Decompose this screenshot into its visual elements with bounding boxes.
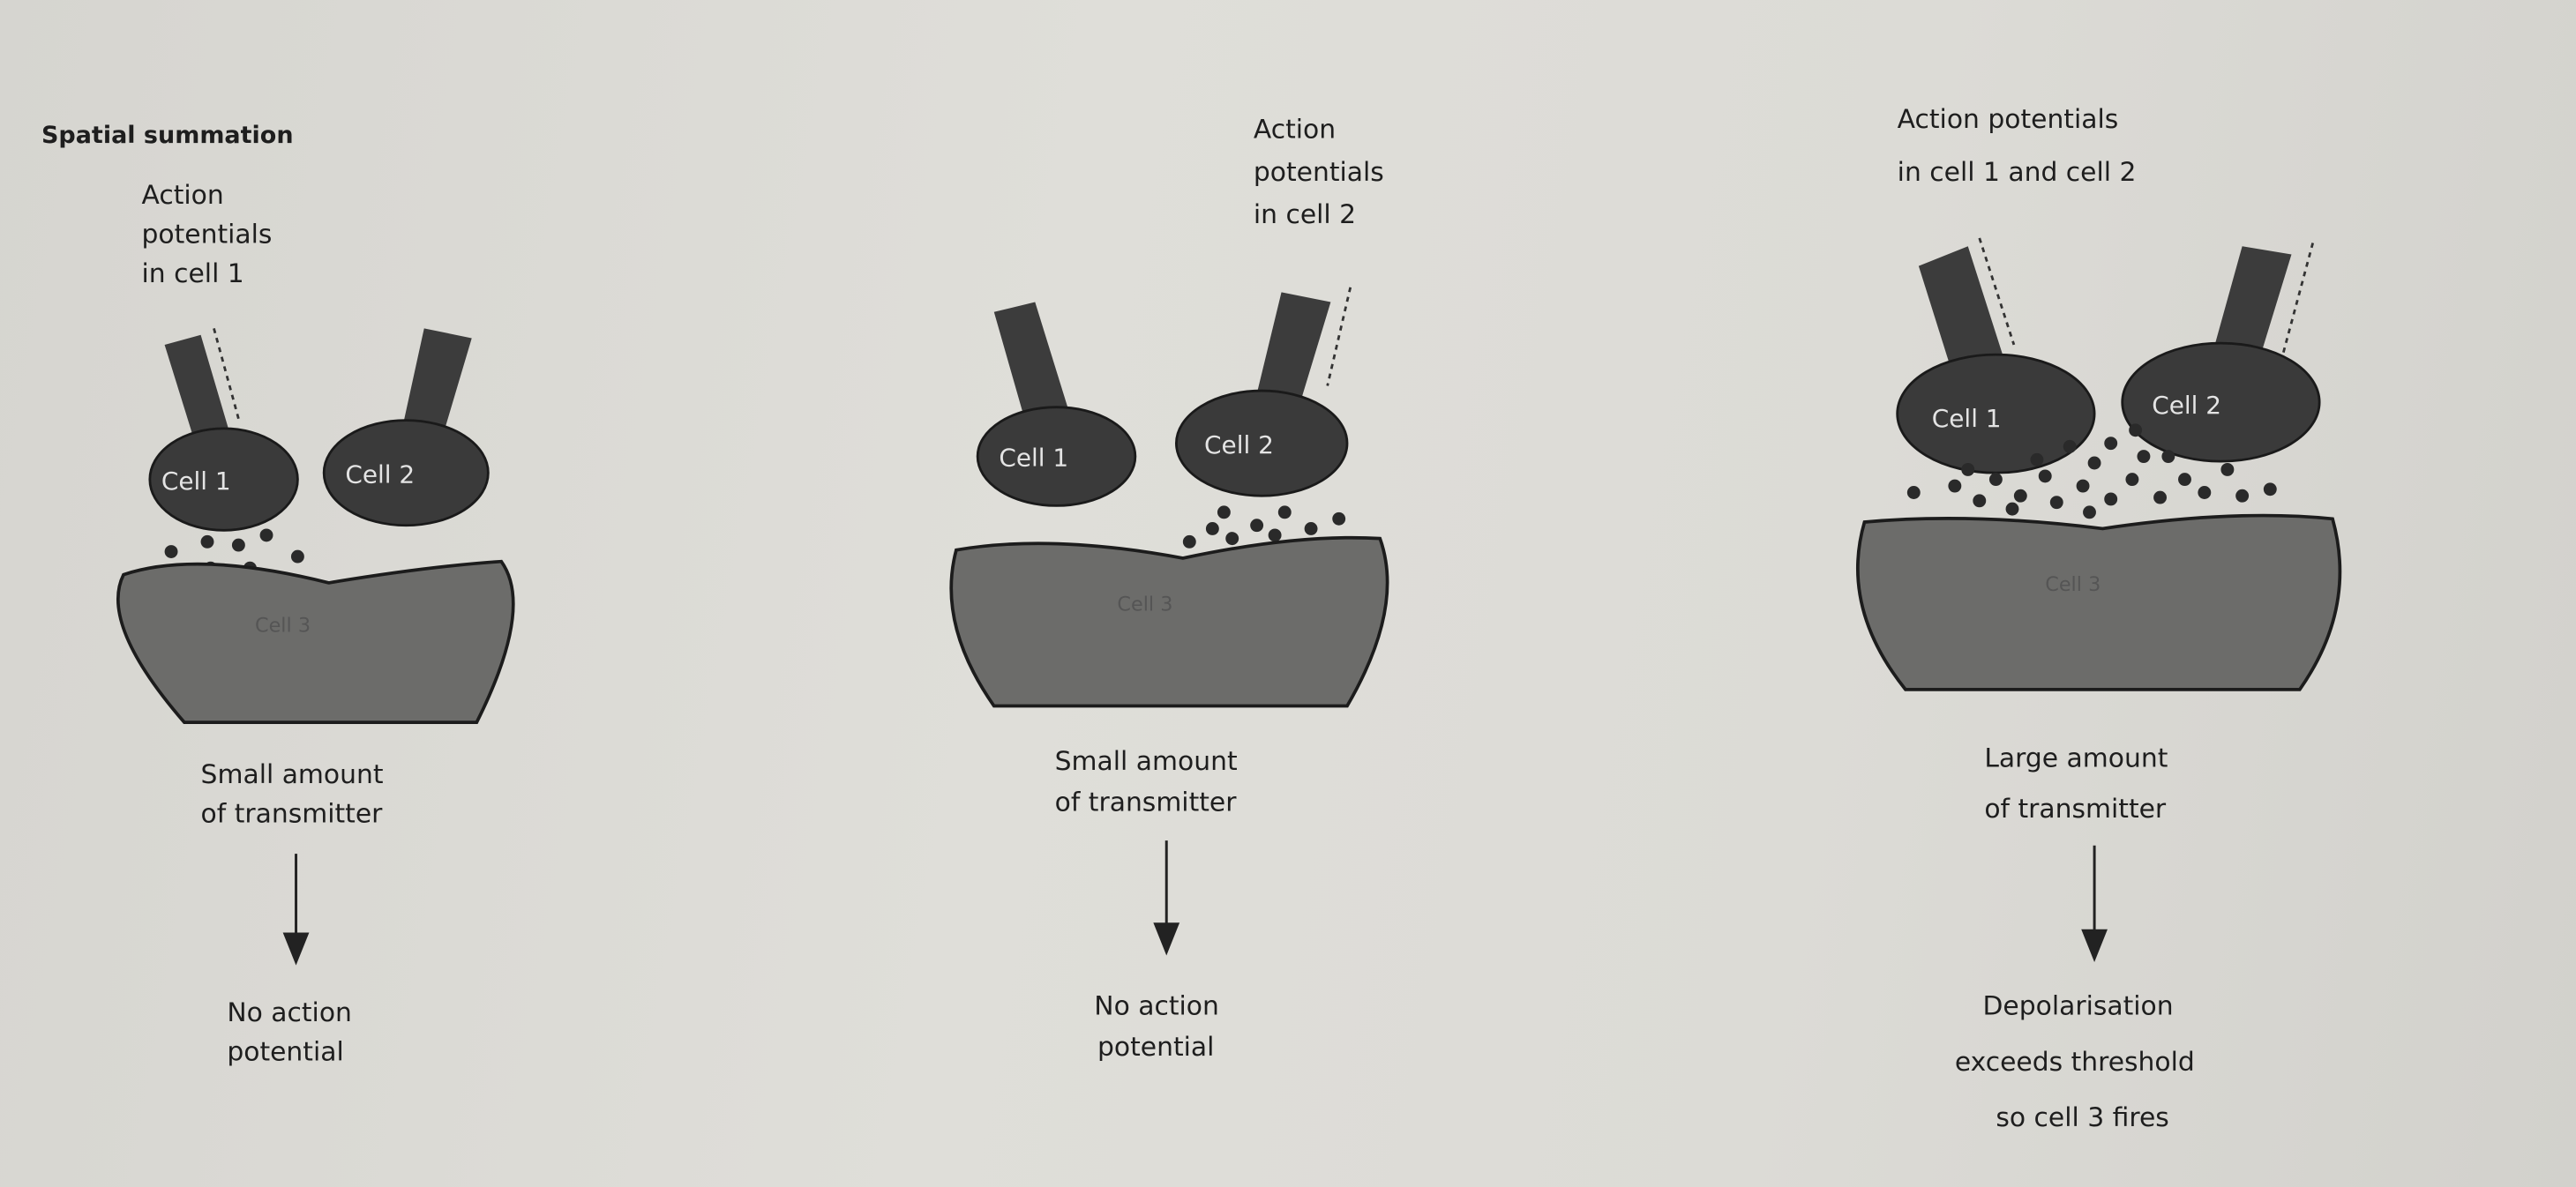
transmitter-dot — [2129, 423, 2143, 437]
transmitter-dots — [1906, 423, 2277, 519]
result-line1: Depolarisation — [1982, 991, 2173, 1022]
cell1-axon — [1918, 246, 2008, 381]
cell3-label: Cell 3 — [255, 615, 311, 638]
cell2-axon — [401, 328, 472, 444]
input-label-line3: in cell 1 — [142, 258, 244, 289]
action-potential-arrow — [1978, 237, 2016, 346]
cell1 — [976, 406, 1137, 507]
transmitter-dot — [2137, 450, 2151, 463]
result-line1: No action — [1094, 991, 1219, 1022]
transmitter-dot — [2161, 450, 2175, 463]
input-label-line2: potentials — [142, 220, 273, 250]
transmitter-dot — [1988, 473, 2003, 487]
arrow-head-icon — [1153, 922, 1180, 956]
cell2-axon — [1254, 292, 1331, 411]
transmitter-dot — [2104, 492, 2118, 506]
input-label-line1: Action — [1254, 114, 1336, 145]
transmitter-dot — [1906, 486, 1921, 499]
cell1-axon — [993, 302, 1072, 428]
cell2-label: Cell 2 — [1204, 430, 1274, 459]
transmitter-dot — [2178, 473, 2191, 487]
transmitter-dot — [1948, 479, 1962, 493]
transmitter-dot — [2263, 482, 2277, 496]
panel-both-cells: Action potentials in cell 1 and cell 2 C… — [1855, 104, 2342, 1133]
transmitter-dot — [2049, 496, 2063, 510]
amount-line1: Large amount — [1984, 743, 2168, 773]
amount-line2: of transmitter — [201, 799, 384, 830]
input-label-line2: potentials — [1254, 157, 1384, 188]
amount-line2: of transmitter — [1984, 794, 2167, 825]
diagram-title: Spatial summation — [41, 122, 294, 149]
input-label-line1: Action potentials — [1898, 104, 2119, 135]
cell1 — [148, 427, 299, 532]
cell2 — [2121, 341, 2321, 463]
arrow-head-icon — [2081, 929, 2108, 962]
transmitter-dot — [2198, 486, 2212, 499]
result-line2: exceeds threshold — [1955, 1047, 2195, 1078]
arrow-head-icon — [282, 932, 310, 966]
transmitter-dot — [2235, 489, 2250, 503]
cell3 — [116, 559, 515, 725]
amount-line1: Small amount — [201, 759, 384, 790]
result-line1: No action — [227, 997, 352, 1028]
transmitter-dot — [2063, 439, 2077, 453]
action-potential-arrow — [1326, 287, 1352, 386]
input-label-line2: in cell 1 and cell 2 — [1898, 157, 2137, 188]
cell2 — [322, 419, 490, 527]
cell2-label: Cell 2 — [2152, 391, 2221, 420]
cell2-label: Cell 2 — [345, 459, 415, 489]
panel-cell2-only: Action potentials in cell 2 Cell 1 Cell … — [949, 114, 1389, 1063]
result-line2: potential — [227, 1037, 343, 1068]
transmitter-dot — [2076, 479, 2090, 493]
cell2 — [1175, 389, 1349, 497]
transmitter-dot — [1961, 462, 1975, 476]
transmitter-dot — [2038, 469, 2052, 483]
transmitter-dot — [2087, 456, 2101, 470]
cell1-label: Cell 1 — [1932, 404, 2002, 433]
transmitter-dot — [1973, 494, 1987, 508]
transmitter-dot — [2125, 473, 2139, 487]
cell3 — [949, 535, 1389, 708]
result-line2: potential — [1097, 1032, 1214, 1063]
amount-line1: Small amount — [1055, 746, 1238, 777]
transmitter-dot — [2153, 490, 2168, 504]
cell1-axon — [164, 334, 231, 440]
transmitter-dot — [2104, 437, 2118, 451]
transmitter-dots — [1182, 505, 1346, 549]
cell1-label: Cell 1 — [161, 467, 231, 496]
cell3-label: Cell 3 — [2045, 573, 2100, 596]
input-label-line1: Action — [142, 180, 224, 211]
transmitter-dot — [2083, 505, 2096, 519]
transmitter-dot — [2030, 452, 2044, 467]
transmitter-dot — [2005, 502, 2019, 516]
cell1-label: Cell 1 — [999, 444, 1068, 473]
result-line3: so cell 3 fires — [1996, 1102, 2168, 1133]
amount-line2: of transmitter — [1055, 788, 1238, 818]
panel-cell1-only: Action potentials in cell 1 Cell 1 Cell … — [116, 180, 515, 1068]
cell3-label: Cell 3 — [1117, 594, 1172, 616]
cell3 — [1855, 513, 2342, 691]
transmitter-dot — [2220, 462, 2235, 476]
transmitter-dot — [2013, 489, 2027, 503]
input-label-line3: in cell 2 — [1254, 199, 1356, 230]
